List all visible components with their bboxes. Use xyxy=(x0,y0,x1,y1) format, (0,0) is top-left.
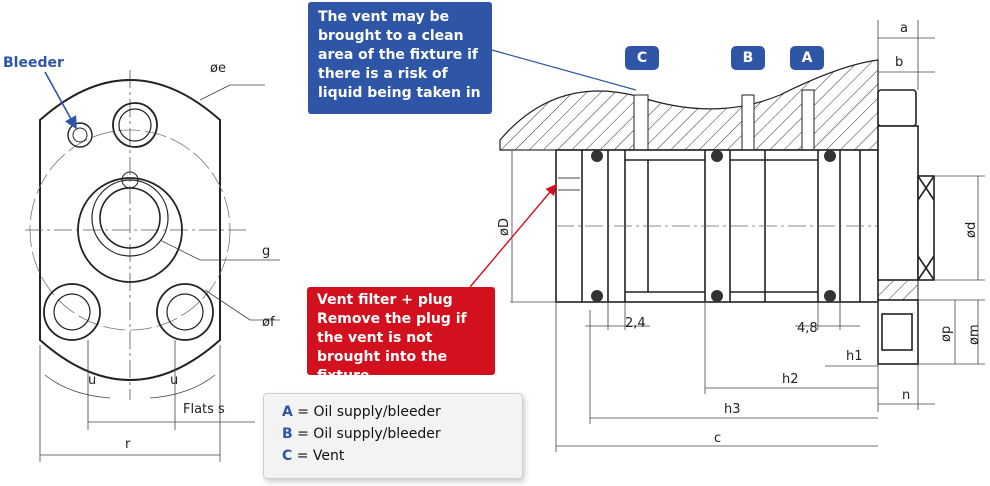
legend-key-a: A xyxy=(282,404,293,420)
cylinder-body xyxy=(555,149,879,303)
port-legend: A = Oil supply/bleeder B = Oil supply/bl… xyxy=(263,393,523,479)
dim-r-label: r xyxy=(125,437,131,452)
vent-filter-note: Remove the plug if the vent is not broug… xyxy=(317,311,467,384)
dim-op-label: øp xyxy=(939,326,954,342)
dim-oe-label: øe xyxy=(210,61,226,76)
vent-note-text: The vent may be brought to a clean area … xyxy=(318,9,481,101)
vent-filter-callout: Vent filter + plug Remove the plug if th… xyxy=(307,287,495,384)
dim-4-8-label: 4,8 xyxy=(797,321,818,336)
dim-h1-label: h1 xyxy=(846,349,863,364)
vent-filter-title: Vent filter + plug xyxy=(317,292,453,308)
legend-key-c: C xyxy=(282,448,293,464)
vent-note-callout: The vent may be brought to a clean area … xyxy=(308,2,492,114)
dim-h3-label: h3 xyxy=(724,402,741,417)
vent-note-leader xyxy=(491,49,637,91)
badge-b: B xyxy=(731,46,765,70)
dim-od-label: ød xyxy=(964,222,979,238)
bleeder-arrow xyxy=(44,71,77,130)
dim-flats-label: Flats s xyxy=(183,402,225,417)
dim-c-label: c xyxy=(714,431,721,446)
dim-u-left-label: u xyxy=(88,373,96,388)
dim-g-label: g xyxy=(262,244,270,259)
legend-row-a: A = Oil supply/bleeder xyxy=(282,401,504,423)
dim-of-label: øf xyxy=(262,315,275,330)
badge-a: A xyxy=(790,46,824,70)
vent-filter-arrow xyxy=(469,183,557,288)
legend-text-a: = Oil supply/bleeder xyxy=(292,404,441,420)
bleeder-label: Bleeder xyxy=(3,55,64,71)
legend-row-b: B = Oil supply/bleeder xyxy=(282,423,504,445)
dim-b-label: b xyxy=(895,55,903,70)
legend-row-c: C = Vent xyxy=(282,445,504,467)
dim-a-label: a xyxy=(900,21,908,36)
o-rings xyxy=(591,150,836,302)
section-dimensions xyxy=(510,20,985,452)
front-view xyxy=(25,70,250,400)
dim-h2-label: h2 xyxy=(782,372,799,387)
piston-head xyxy=(877,89,935,365)
legend-text-c: = Vent xyxy=(292,448,345,464)
dim-oD-label: øD xyxy=(497,218,512,236)
badge-c: C xyxy=(625,46,659,70)
front-view-dimensions xyxy=(39,84,280,462)
legend-text-b: = Oil supply/bleeder xyxy=(292,426,441,442)
dim-u-right-label: u xyxy=(170,373,178,388)
legend-key-b: B xyxy=(282,426,293,442)
dim-om-label: øm xyxy=(967,324,982,345)
dim-2-4-label: 2,4 xyxy=(625,316,646,331)
dim-n-label: n xyxy=(902,388,910,403)
